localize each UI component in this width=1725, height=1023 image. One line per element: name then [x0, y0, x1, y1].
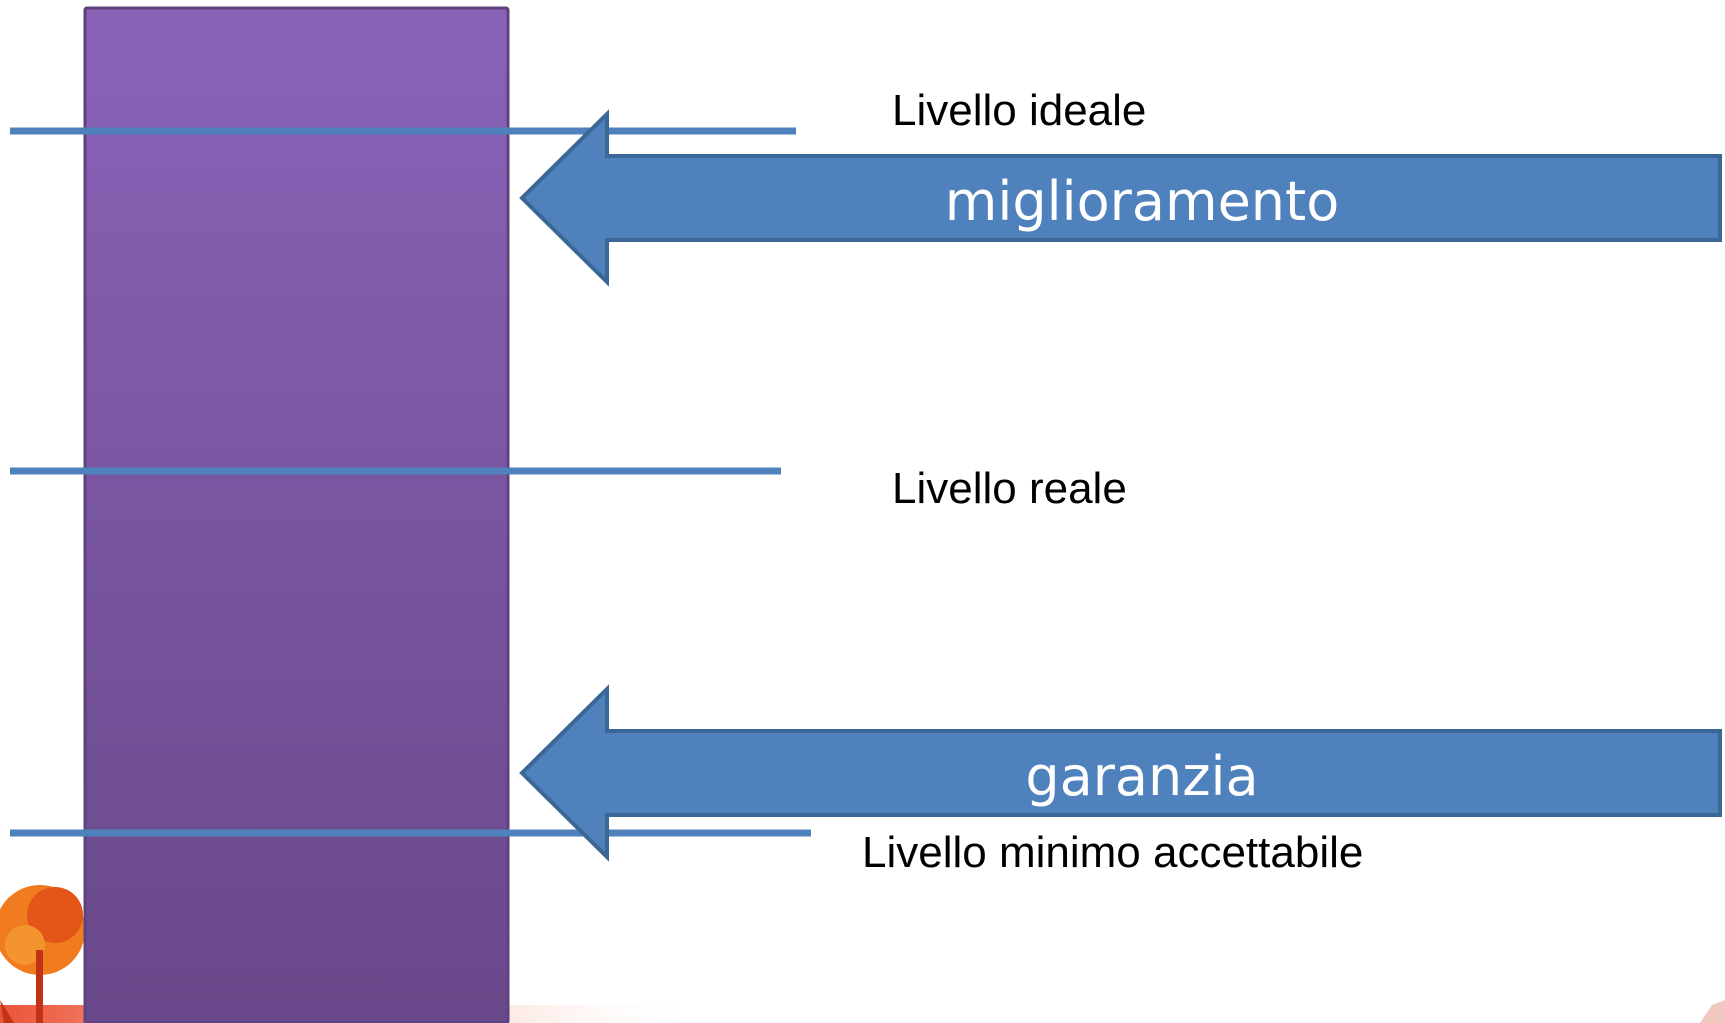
tree-decoration — [0, 885, 85, 1023]
level-bar — [83, 6, 510, 1023]
guarantee-arrow — [519, 684, 1722, 862]
improvement-arrow — [519, 109, 1722, 287]
improvement-arrow-label: miglioramento — [945, 170, 1339, 233]
guarantee-arrow-label: garanzia — [1025, 745, 1258, 808]
real-level-label: Livello reale — [892, 464, 1127, 513]
corner-decoration — [1700, 1000, 1725, 1023]
ideal-level-label: Livello ideale — [892, 86, 1147, 135]
minimum-level-label: Livello minimo accettabile — [862, 828, 1364, 877]
